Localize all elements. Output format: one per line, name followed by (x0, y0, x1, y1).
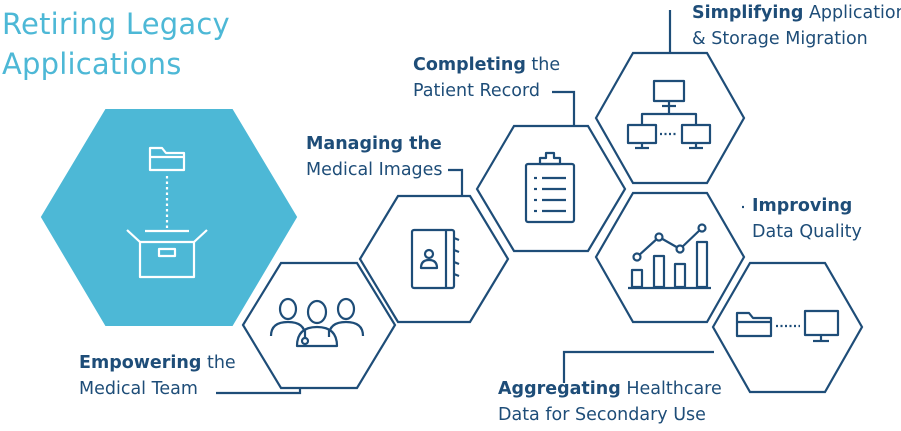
open-box-icon (126, 229, 208, 279)
folder-to-monitor-icon (735, 309, 840, 343)
network-computers-icon (626, 79, 712, 150)
label-simplifying-rest: Application (803, 3, 901, 23)
title-line-1: Retiring Legacy (2, 7, 230, 41)
label-completing-bold: Completing (413, 55, 526, 75)
hexagon-simplifying (594, 51, 746, 185)
connector-aggregating (562, 350, 714, 383)
folder-icon (148, 146, 186, 172)
label-simplifying: Simplifying Application & Storage Migrat… (692, 0, 901, 52)
hexagon-improving (594, 191, 746, 324)
label-completing-rest: the (525, 55, 561, 75)
label-completing-line2: Patient Record (413, 81, 540, 101)
label-improving-line2: Data Quality (752, 222, 862, 242)
label-simplifying-line2: & Storage Migration (692, 29, 868, 49)
label-aggregating-rest: Healthcare (620, 379, 722, 399)
hexagon-aggregating (711, 261, 864, 394)
label-aggregating-bold: Aggregating (498, 379, 621, 399)
label-improving: Improving Data Quality (752, 193, 862, 245)
connector-completing (552, 90, 576, 126)
hexagon-completing (475, 124, 627, 253)
page-title: Retiring Legacy Applications (2, 4, 230, 84)
label-aggregating-line2: Data for Secondary Use (498, 405, 706, 425)
bar-line-chart-icon (628, 223, 711, 290)
label-managing: Managing the Medical Images (306, 131, 443, 183)
medical-team-icon (269, 297, 365, 348)
clipboard-checklist-icon (524, 151, 576, 224)
title-line-2: Applications (2, 47, 182, 81)
connector-managing (448, 168, 464, 196)
hexagon-managing (358, 194, 510, 324)
label-improving-bold: Improving (752, 196, 853, 216)
label-simplifying-bold: Simplifying (692, 3, 804, 23)
label-managing-line2: Medical Images (306, 160, 443, 180)
connector-empowering (216, 388, 302, 395)
label-empowering-line2: Medical Team (79, 379, 198, 399)
hexagon-retiring (40, 109, 298, 326)
label-empowering-bold: Empowering (79, 353, 202, 373)
medical-record-book-icon (410, 228, 460, 290)
label-empowering: Empowering the Medical Team (79, 350, 236, 402)
hexagon-empowering (241, 261, 397, 390)
label-aggregating: Aggregating Healthcare Data for Secondar… (498, 376, 722, 428)
label-managing-bold: Managing the (306, 134, 442, 154)
label-completing: Completing the Patient Record (413, 52, 560, 104)
label-empowering-rest: the (201, 353, 236, 373)
